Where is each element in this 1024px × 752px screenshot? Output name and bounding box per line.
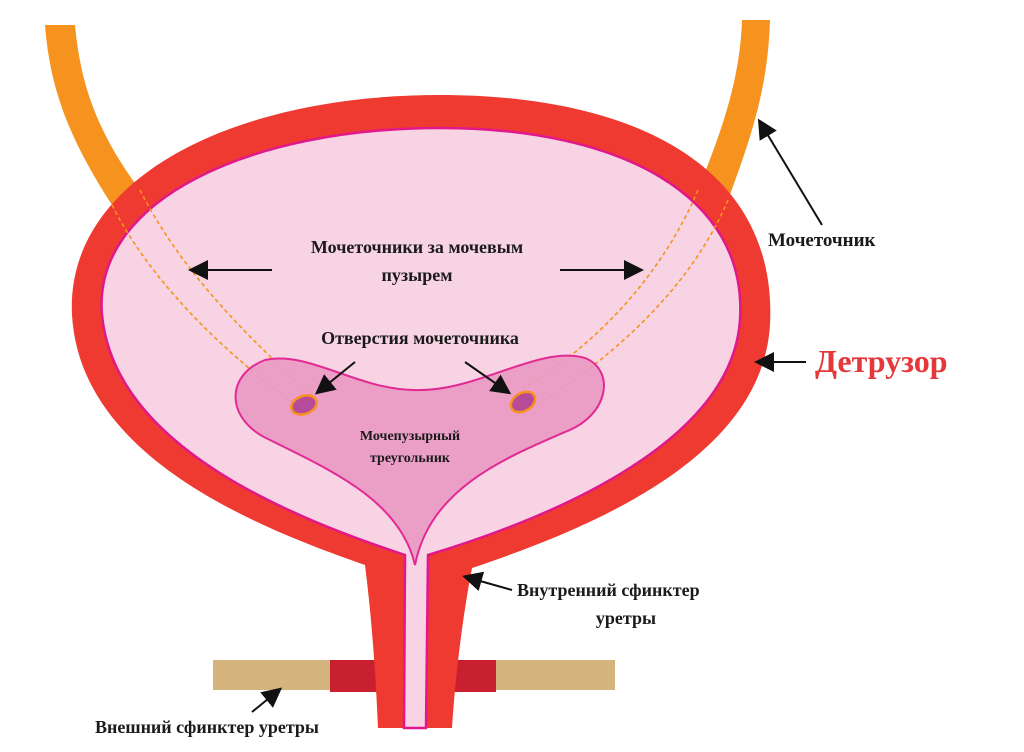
label-detrusor: Детрузор: [815, 343, 948, 379]
arrow-internal-sphincter: [462, 571, 513, 591]
arrow-ureter: [757, 118, 823, 226]
arrow-left-orifice: [314, 361, 356, 395]
arrow-right-orifice: [464, 361, 512, 395]
label-ureters-behind-line1: Мочеточники за мочевым: [311, 237, 523, 257]
right-ureteral-orifice: [509, 390, 537, 414]
right-ureter: [698, 20, 770, 200]
label-trigone-line1: Мочепузырный: [360, 429, 460, 444]
label-external-sphincter: Внешний сфинктер уретры: [95, 717, 319, 737]
arrow-external-sphincter: [251, 687, 283, 713]
left-ureteral-orifice: [290, 394, 318, 416]
label-trigone-line2: треугольник: [370, 451, 451, 466]
label-ureter: Мочеточник: [768, 230, 876, 251]
label-ureters-behind-line2: пузырем: [382, 265, 453, 285]
left-ureter: [45, 25, 140, 205]
label-ureteral-orifices: Отверстия мочеточника: [321, 328, 519, 348]
label-internal-sphincter-line1: Внутренний сфинктер: [517, 580, 700, 600]
label-internal-sphincter-line2: уретры: [596, 608, 656, 628]
